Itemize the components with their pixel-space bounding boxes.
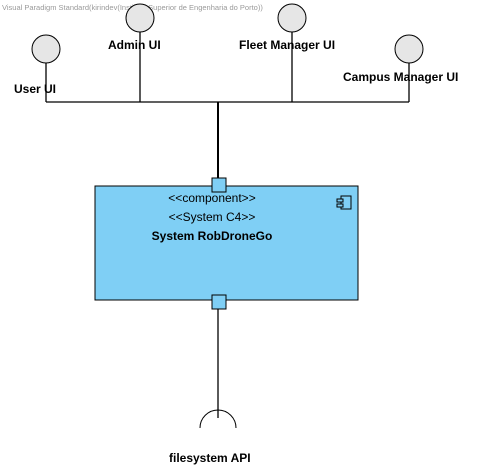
component-stereotype: <<component>> [168, 191, 255, 205]
user-ui-lollipop-icon [31, 34, 61, 64]
socket-icon [199, 409, 237, 429]
component-system-robdronego[interactable]: <<component>> <<System C4>> System RobDr… [94, 185, 359, 301]
admin-ui-lollipop-icon [125, 3, 155, 33]
filesystem-api-label: filesystem API [169, 451, 251, 465]
component-c4-stereotype: <<System C4>> [169, 210, 256, 224]
admin-ui-label: Admin UI [108, 38, 161, 52]
campus-manager-ui-lollipop-icon [394, 34, 424, 64]
fleet-manager-ui-label: Fleet Manager UI [239, 38, 335, 52]
interface-fleet-manager-ui[interactable]: Fleet Manager UI [239, 3, 335, 102]
bottom-port[interactable] [211, 294, 227, 310]
top-port[interactable] [211, 177, 227, 193]
interface-campus-manager-ui[interactable]: Campus Manager UI [343, 34, 458, 102]
fleet-manager-ui-lollipop-icon [277, 3, 307, 33]
campus-manager-ui-label: Campus Manager UI [343, 70, 458, 84]
required-interface-filesystem-api[interactable]: filesystem API [169, 309, 251, 465]
user-ui-label: User UI [14, 82, 56, 96]
component-name: System RobDroneGo [152, 229, 273, 243]
interface-admin-ui[interactable]: Admin UI [108, 3, 161, 102]
component-icon [336, 195, 352, 210]
interface-user-ui[interactable]: User UI [14, 34, 61, 102]
